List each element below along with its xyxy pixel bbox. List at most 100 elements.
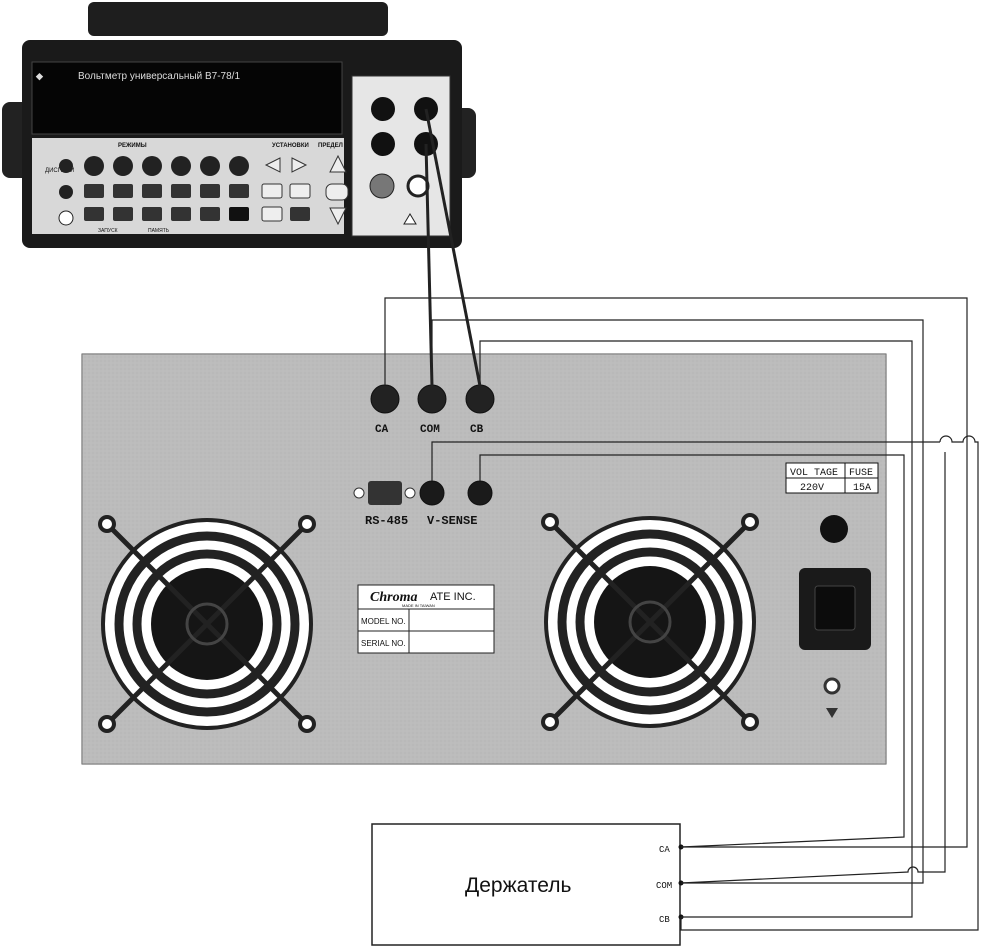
display-button[interactable] <box>59 159 73 173</box>
fuse-header: FUSE <box>849 468 873 479</box>
holder-terminal-cb: CB <box>659 915 670 925</box>
key-r1-2[interactable] <box>113 184 133 198</box>
rs485-screw-left <box>353 487 365 499</box>
load-jack-com[interactable] <box>417 384 447 414</box>
power-switch[interactable] <box>820 515 848 543</box>
range-down-icon[interactable] <box>329 207 347 226</box>
right-fan-screw-tl <box>541 513 559 531</box>
load-jack-cb-label: CB <box>470 424 484 436</box>
nameplate-model-label: MODEL NO. <box>361 617 406 626</box>
setup-key-2[interactable] <box>289 183 311 199</box>
voltage-value: 220V <box>800 483 824 494</box>
range-up-icon[interactable] <box>329 154 347 173</box>
key-r1-4[interactable] <box>171 184 191 198</box>
right-fan <box>541 513 759 731</box>
right-fan-screw-br <box>741 713 759 731</box>
left-fan-screw-tr <box>298 515 316 533</box>
meter-front-rear-switch[interactable] <box>369 173 395 199</box>
power-button[interactable] <box>58 210 74 226</box>
meter-model: В7-78/1 <box>205 71 240 82</box>
right-fan-center <box>628 600 672 644</box>
vsense-label: V-SENSE <box>427 514 477 528</box>
left-fan-center <box>185 602 229 646</box>
setup-section-label: УСТАНОВКИ <box>272 143 309 149</box>
meter-logo: ◆ <box>35 71 44 81</box>
holder-title: Держатель <box>465 874 571 897</box>
right-fan-screw-tr <box>741 513 759 531</box>
holder-terminal-com: COM <box>656 881 672 891</box>
right-fan-ring-1 <box>557 529 743 715</box>
right-fan-strut-2 <box>548 520 752 724</box>
left-fan <box>98 515 316 733</box>
range-auto-button[interactable] <box>325 183 349 201</box>
left-fan-screw-br <box>298 715 316 733</box>
wire-vsense-plus <box>431 441 940 481</box>
key-r2-6[interactable] <box>229 207 249 221</box>
memory-section-label: ПАМЯТЬ <box>148 228 170 234</box>
key-r1-3[interactable] <box>142 184 162 198</box>
ac-inlet-socket <box>814 585 856 631</box>
key-r1-1[interactable] <box>84 184 104 198</box>
voltage-header: VOL TAGE <box>790 468 838 479</box>
limits-section-label: ПРЕДЕЛ <box>318 143 343 149</box>
wire-vsense-minus <box>479 454 905 848</box>
ground-icon <box>826 708 838 718</box>
key-r2-4[interactable] <box>171 207 191 221</box>
mode-button-cont[interactable] <box>200 156 220 176</box>
key-r1-5[interactable] <box>200 184 220 198</box>
rs485-connector[interactable] <box>368 481 402 505</box>
mode-button-diode[interactable] <box>229 156 249 176</box>
wire-ca <box>384 297 968 848</box>
setup-key-3[interactable] <box>261 206 283 222</box>
ground-screw <box>823 677 841 695</box>
key-r2-3[interactable] <box>142 207 162 221</box>
setup-key-4[interactable] <box>290 207 310 221</box>
load-jack-ca-label: CA <box>375 424 389 436</box>
meter-title: Вольтметр универсальный <box>78 71 202 82</box>
left-fan-ring-2 <box>132 549 282 699</box>
mode-button-freq[interactable] <box>171 156 191 176</box>
nameplate-company: ATE INC. <box>430 591 476 603</box>
mode-button-ohm[interactable] <box>142 156 162 176</box>
vsense-plus-jack[interactable] <box>419 480 445 506</box>
key-r1-6[interactable] <box>229 184 249 198</box>
arrow-right-icon[interactable] <box>291 157 308 173</box>
rs485-screw-right <box>404 487 416 499</box>
shift-button[interactable] <box>59 185 73 199</box>
wire-com-cross <box>680 452 946 884</box>
wire-com <box>431 319 924 884</box>
nameplate-box <box>357 584 495 654</box>
meter-current-jack[interactable] <box>406 174 430 198</box>
load-jack-cb[interactable] <box>465 384 495 414</box>
vsense-minus-jack[interactable] <box>467 480 493 506</box>
holder-box <box>371 823 681 946</box>
trigger-section-label: ЗАПУСК <box>98 228 118 234</box>
meter-display <box>31 61 343 135</box>
key-r2-5[interactable] <box>200 207 220 221</box>
load-jack-com-label: COM <box>420 424 440 436</box>
warning-triangle-icon <box>403 213 417 225</box>
mode-button-dcv[interactable] <box>84 156 104 176</box>
wire-cb <box>479 340 913 918</box>
mode-button-acv[interactable] <box>113 156 133 176</box>
key-r2-2[interactable] <box>113 207 133 221</box>
electronic-load-rear-panel: CA COM CB RS-485 V-SENSE VOL TAGE FUSE 2… <box>81 353 887 765</box>
right-fan-ring-2 <box>575 547 725 697</box>
nameplate-brand: Chroma <box>370 590 417 605</box>
display-section-label: ДИСПЛЕЙ <box>45 166 74 174</box>
load-jack-ca[interactable] <box>370 384 400 414</box>
wire-vsense-plus-run <box>680 435 979 931</box>
right-fan-screw-bl <box>541 713 559 731</box>
modes-section-label: РЕЖИМЫ <box>118 143 147 149</box>
arrow-left-icon[interactable] <box>264 157 281 173</box>
meter-hi-sense-jack[interactable] <box>371 97 395 121</box>
setup-key-1[interactable] <box>261 183 283 199</box>
meter-lead-cb <box>424 108 482 387</box>
holder: Держатель CA COM CB <box>371 823 684 946</box>
meter-lo-sense-jack[interactable] <box>371 132 395 156</box>
left-fan-strut-2 <box>105 522 309 726</box>
holder-terminal-ca: CA <box>659 845 670 855</box>
key-r2-1[interactable] <box>84 207 104 221</box>
left-fan-screw-bl <box>98 715 116 733</box>
